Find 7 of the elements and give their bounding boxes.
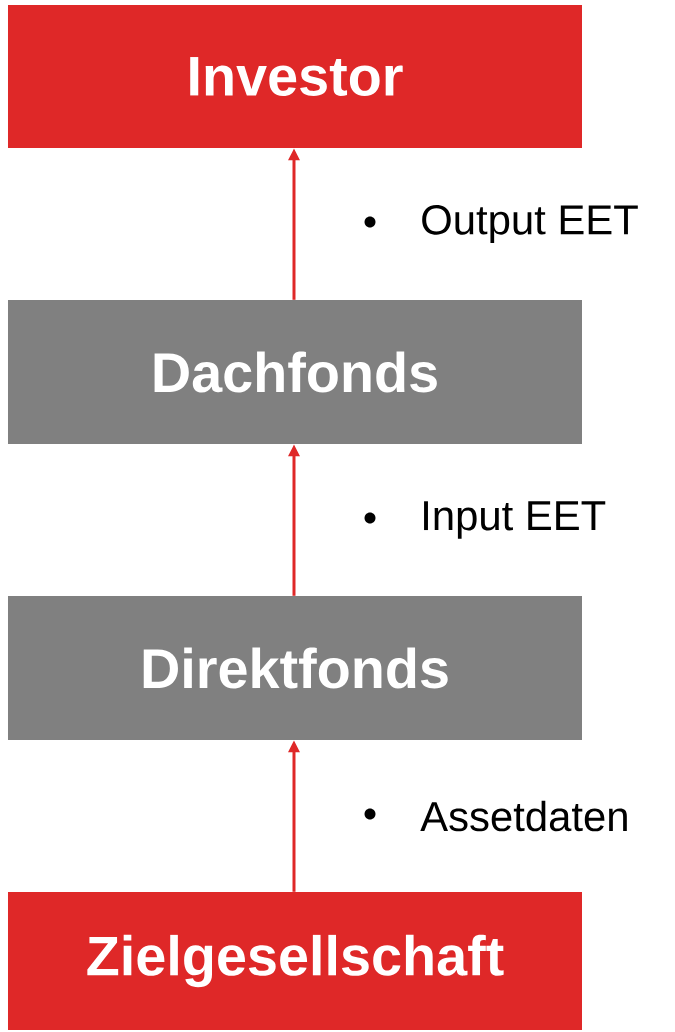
edge-label: Assetdaten: [420, 800, 627, 832]
fund-box: Investor: [8, 5, 582, 148]
edge-label: Output EET: [422, 205, 638, 243]
fund-box: Dachfonds: [8, 300, 582, 444]
fund-box: Direktfonds: [8, 596, 582, 740]
edge-label: Input EET: [424, 501, 606, 539]
fund-box: Zielgesellschaft: [8, 892, 582, 1030]
